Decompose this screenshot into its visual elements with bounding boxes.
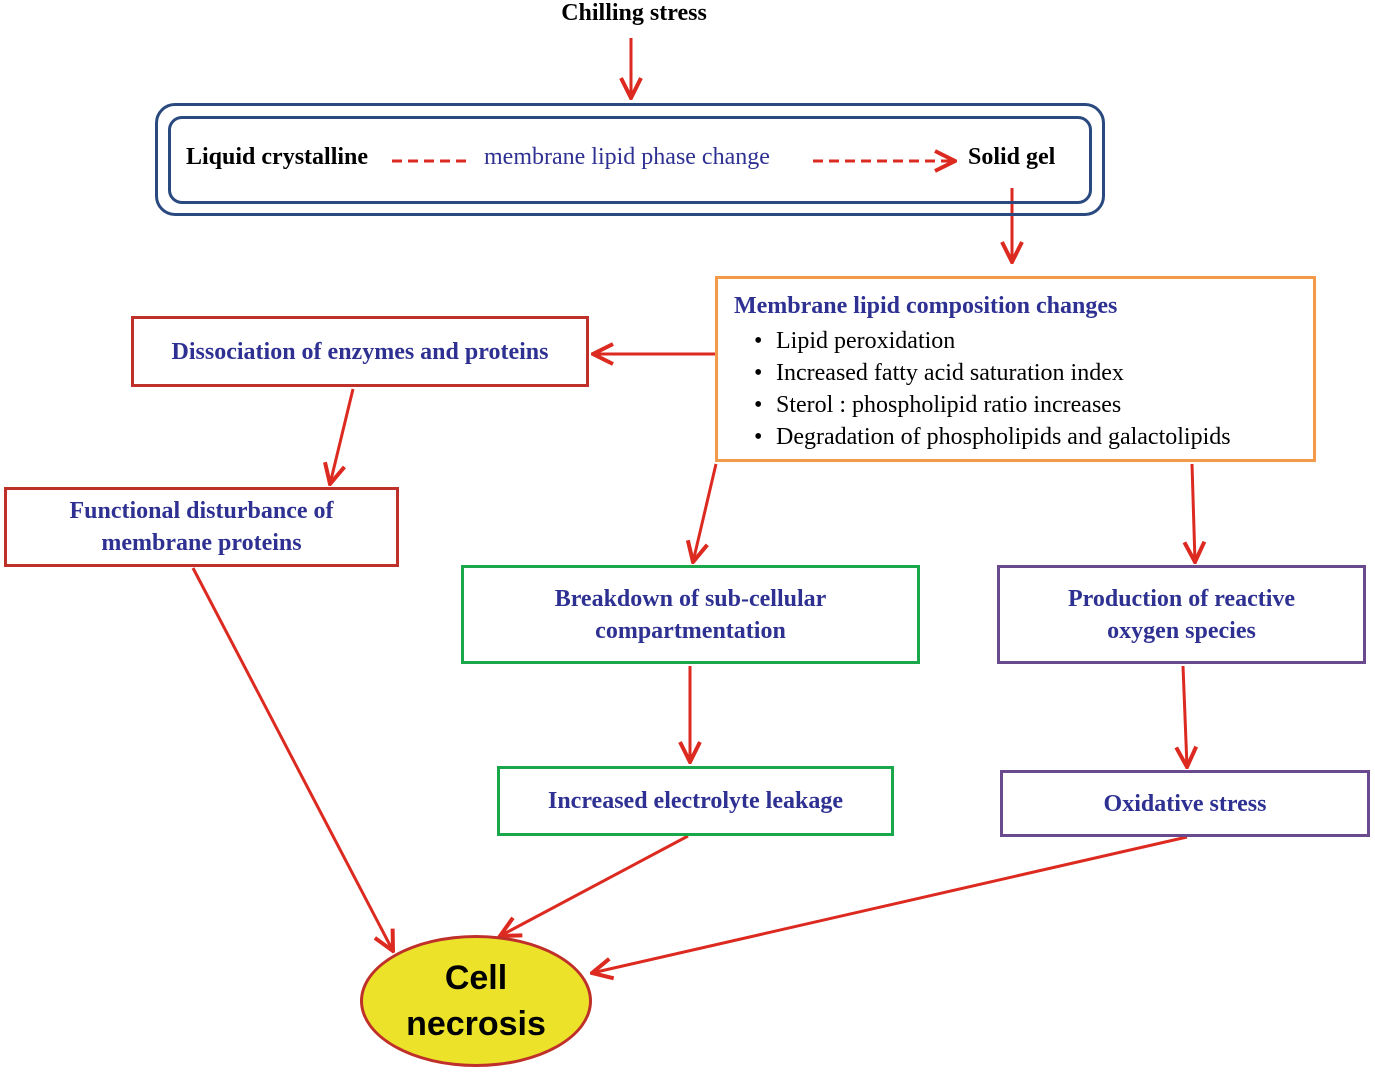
phase-change-label: membrane lipid phase change [484, 144, 770, 170]
composition-changes-list: •Lipid peroxidation •Increased fatty aci… [754, 325, 1231, 453]
list-item: •Sterol : phospholipid ratio increases [754, 389, 1231, 421]
phase-change-inner-frame [168, 116, 1092, 204]
cell-necrosis-line-1: Cell [444, 959, 508, 997]
solid-gel-label: Solid gel [968, 144, 1056, 170]
breakdown-box: Breakdown of sub-cellular compartmentati… [461, 565, 920, 664]
arrow-leakage-to-necrosis [500, 834, 689, 936]
composition-changes-title: Membrane lipid composition changes [734, 293, 1118, 319]
composition-changes-box: Membrane lipid composition changes •Lipi… [715, 276, 1316, 462]
ros-production-line-1: Production of reactive [1067, 585, 1296, 612]
dissociation-box: Dissociation of enzymes and proteins [131, 316, 589, 387]
ros-production-line-2: oxygen species [1107, 617, 1256, 644]
liquid-crystalline-label: Liquid crystalline [186, 144, 369, 170]
bullet-icon: • [754, 424, 763, 450]
chilling-stress-label: Chilling stress [561, 0, 707, 26]
functional-disturbance-box: Functional disturbance of membrane prote… [4, 487, 399, 567]
arrow-dissociation-to-functional [330, 388, 355, 484]
arrow-composition-to-ros [1192, 463, 1195, 562]
oxidative-stress-label: Oxidative stress [1103, 790, 1267, 817]
bullet-icon: • [754, 392, 763, 418]
breakdown-line-1: Breakdown of sub-cellular [554, 585, 827, 612]
cell-necrosis-node: Cell necrosis [360, 935, 592, 1067]
list-item: •Lipid peroxidation [754, 325, 1231, 357]
arrow-ros-to-oxidative [1183, 665, 1187, 767]
functional-disturbance-line-1: Functional disturbance of [69, 498, 334, 524]
electrolyte-leakage-box: Increased electrolyte leakage [497, 766, 894, 836]
breakdown-line-2: compartmentation [595, 617, 786, 644]
oxidative-stress-box: Oxidative stress [1000, 770, 1370, 837]
bullet-icon: • [754, 328, 763, 354]
arrow-functional-to-necrosis [191, 567, 393, 951]
arrow-oxidative-to-necrosis [592, 835, 1188, 973]
dissociation-label: Dissociation of enzymes and proteins [171, 338, 549, 365]
arrow-composition-to-breakdown [693, 463, 718, 562]
phase-change-outer-frame [155, 103, 1105, 216]
ros-production-box: Production of reactive oxygen species [997, 565, 1366, 664]
functional-disturbance-line-2: membrane proteins [101, 530, 302, 556]
bullet-icon: • [754, 360, 763, 386]
electrolyte-leakage-label: Increased electrolyte leakage [547, 788, 844, 814]
cell-necrosis-line-2: necrosis [406, 1005, 546, 1043]
list-item: •Increased fatty acid saturation index [754, 357, 1231, 389]
list-item: •Degradation of phospholipids and galact… [754, 421, 1231, 453]
